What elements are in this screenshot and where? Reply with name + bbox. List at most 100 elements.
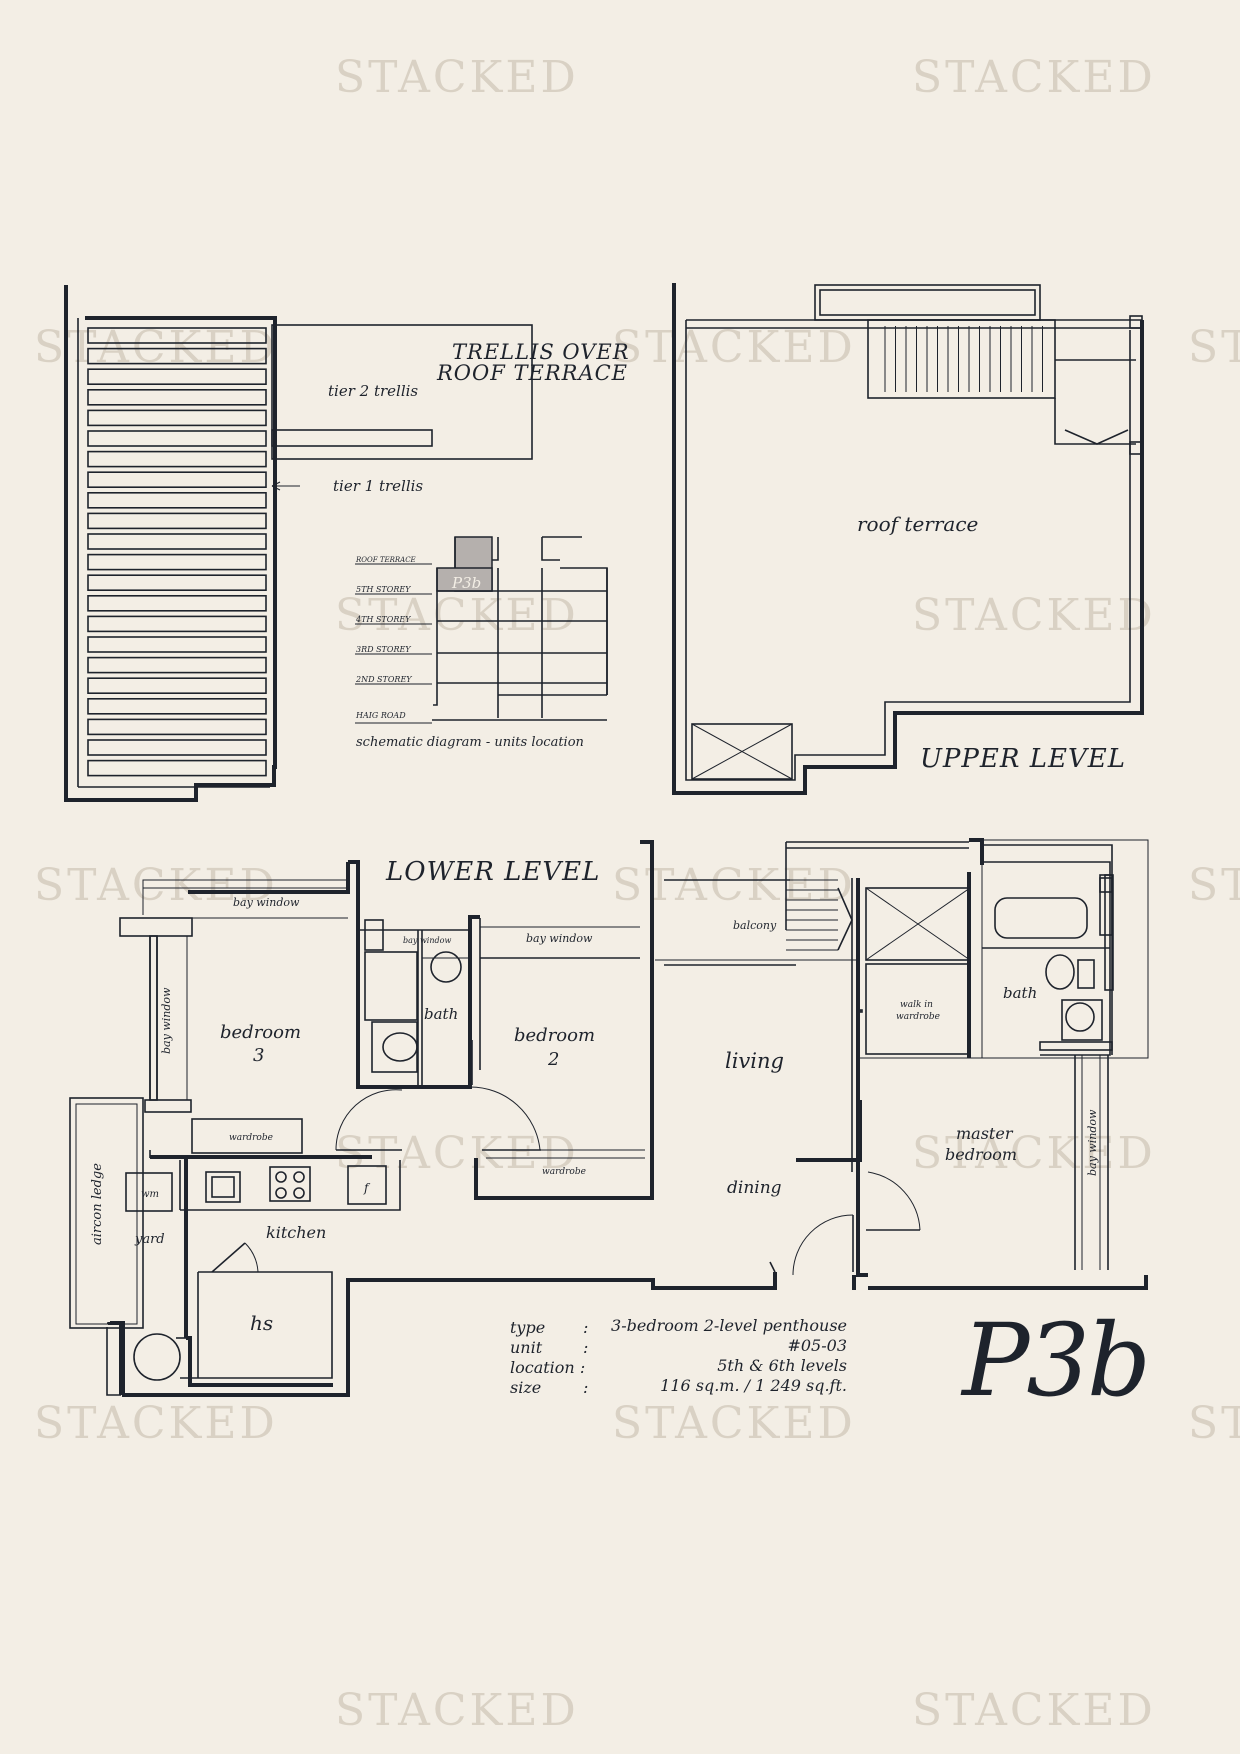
- bedroom3-wardrobe: [191, 1118, 303, 1154]
- unit-code-title: P3b: [960, 1302, 1148, 1419]
- bedroom2-bay-window-label: bay window: [526, 932, 593, 945]
- schematic-caption: schematic diagram - units location: [356, 735, 584, 750]
- watermark-text: STACKED: [34, 1398, 278, 1449]
- lower-level-plan: LOWER LEVEL bay window bay window bay wi…: [69, 838, 1149, 1397]
- balcony-label: balcony: [733, 919, 777, 932]
- size-value: 116 sq.m. / 1 249 sq.ft.: [660, 1376, 847, 1395]
- units-location-schematic: P3b ROOF TERRACE 5TH STOREY 4TH STOREY 3…: [355, 536, 608, 750]
- watermark-text: STACKED: [612, 860, 856, 911]
- schematic-storey5-label: 5TH STOREY: [356, 585, 411, 594]
- watermark-text: STACKED: [34, 860, 278, 911]
- trellis-heading: TRELLIS OVER: [452, 340, 630, 364]
- trellis-slat: [87, 430, 267, 447]
- walkin-wardrobe-label: walk in: [900, 1000, 933, 1010]
- unit-label: unit: [510, 1338, 543, 1357]
- watermark-text: STACKED: [912, 1128, 1156, 1179]
- trellis-slat: [87, 347, 267, 365]
- trellis-slat: [87, 697, 267, 715]
- bedroom3-number: 3: [253, 1045, 264, 1066]
- watermark-text: STACKED: [335, 1128, 579, 1179]
- location-label: location :: [510, 1358, 585, 1377]
- roof-terrace-label: roof terrace: [857, 512, 978, 536]
- trellis-slat: [87, 533, 267, 550]
- watermark-text: STACKED: [912, 590, 1156, 641]
- watermark-text: STACKED: [335, 52, 579, 103]
- trellis-slat: [87, 759, 267, 777]
- trellis-slat: [87, 739, 267, 756]
- tier2-trellis-beam: [271, 429, 433, 447]
- water-tank: [133, 1333, 181, 1381]
- trellis-slat: [87, 450, 267, 468]
- yard-label: yard: [134, 1232, 165, 1247]
- type-label: type: [510, 1318, 545, 1337]
- master-bath-basin: [1065, 1002, 1095, 1032]
- master-bedroom-label-line2: bedroom: [945, 1145, 1017, 1164]
- master-bedroom-label: master: [956, 1124, 1014, 1143]
- upper-void: [691, 723, 793, 780]
- fridge-label: f: [363, 1181, 371, 1195]
- size-colon: :: [583, 1378, 588, 1397]
- walkin-wardrobe-label-line2: wardrobe: [896, 1012, 940, 1022]
- cooker-hob: [269, 1166, 311, 1202]
- schematic-storey2-label: 2ND STOREY: [355, 675, 412, 684]
- trellis-slat: [87, 656, 267, 674]
- kitchen-door: [211, 1242, 246, 1273]
- trellis-slat: [87, 574, 267, 592]
- unit-value: #05-03: [787, 1336, 847, 1355]
- household-shelter-label: hs: [250, 1311, 273, 1335]
- kitchen-sink: [205, 1171, 241, 1203]
- trellis-slat: [87, 388, 267, 406]
- tier2-trellis-outline: [271, 324, 533, 460]
- unit-info: type : 3-bedroom 2-level penthouse unit …: [510, 1316, 847, 1397]
- trellis-slat: [87, 409, 267, 427]
- aircon-ledge-label: aircon ledge: [90, 1163, 105, 1245]
- master-bath-label: bath: [1003, 984, 1037, 1002]
- bathtub: [994, 897, 1088, 939]
- trellis-slat: [87, 491, 267, 509]
- schematic-storey4-label: 4TH STOREY: [355, 615, 411, 624]
- unit-highlight-tag: P3b: [451, 574, 481, 592]
- schematic-roof-label: ROOF TERRACE: [355, 556, 416, 564]
- washing-machine-label: wm: [141, 1189, 159, 1200]
- watermark-text: STACKED: [912, 52, 1156, 103]
- watermark-text: STACKED: [34, 322, 278, 373]
- bath1-basin: [430, 951, 462, 983]
- trellis-plan: TRELLIS OVER ROOF TERRACE tier 2 trellis…: [64, 285, 630, 802]
- tier1-trellis-label: tier 1 trellis: [333, 477, 423, 495]
- trellis-slats: [87, 327, 267, 777]
- trellis-heading-line2: ROOF TERRACE: [436, 361, 628, 385]
- washing-machine: [125, 1172, 173, 1212]
- master-bay-window-label: bay window: [1086, 1109, 1099, 1176]
- watermark-text: STACKED: [335, 590, 579, 641]
- living-label: living: [725, 1049, 784, 1073]
- trellis-slat: [87, 327, 267, 344]
- bedroom3-label: bedroom: [220, 1022, 301, 1043]
- lower-level-title: LOWER LEVEL: [385, 857, 600, 887]
- bedroom3-bay-window-sill: [119, 917, 193, 937]
- trellis-slat: [87, 718, 267, 736]
- upper-stair-treads: [884, 326, 1043, 392]
- size-label: size: [510, 1378, 541, 1397]
- trellis-slat: [87, 594, 267, 612]
- trellis-slat: [87, 471, 267, 489]
- bedroom3-bay-window-label: bay window: [233, 896, 300, 909]
- type-colon: :: [583, 1318, 588, 1337]
- bedroom2-label: bedroom: [514, 1025, 595, 1046]
- type-value: 3-bedroom 2-level penthouse: [611, 1316, 847, 1335]
- watermark-text: STACKED: [1188, 322, 1240, 373]
- trellis-slat: [87, 615, 267, 633]
- bedroom2-number: 2: [547, 1049, 559, 1070]
- lower-stair-treads: [786, 879, 838, 951]
- watermark-text: STACKED: [612, 322, 856, 373]
- bedroom3-wardrobe-label: wardrobe: [229, 1133, 273, 1143]
- bedroom2-wardrobe-label: wardrobe: [542, 1167, 586, 1177]
- location-value: 5th & 6th levels: [717, 1356, 847, 1375]
- watermark-text: STACKED: [335, 1685, 579, 1736]
- bedroom3-side-bay-window-label: bay window: [160, 987, 173, 1054]
- watermark-text: STACKED: [1188, 860, 1240, 911]
- upper-level-plan: roof terrace UPPER LEVEL: [672, 283, 1144, 795]
- watermark-text: STACKED: [1188, 1398, 1240, 1449]
- tier2-trellis-label: tier 2 trellis: [328, 382, 418, 400]
- schematic-storey3-label: 3RD STOREY: [356, 645, 411, 654]
